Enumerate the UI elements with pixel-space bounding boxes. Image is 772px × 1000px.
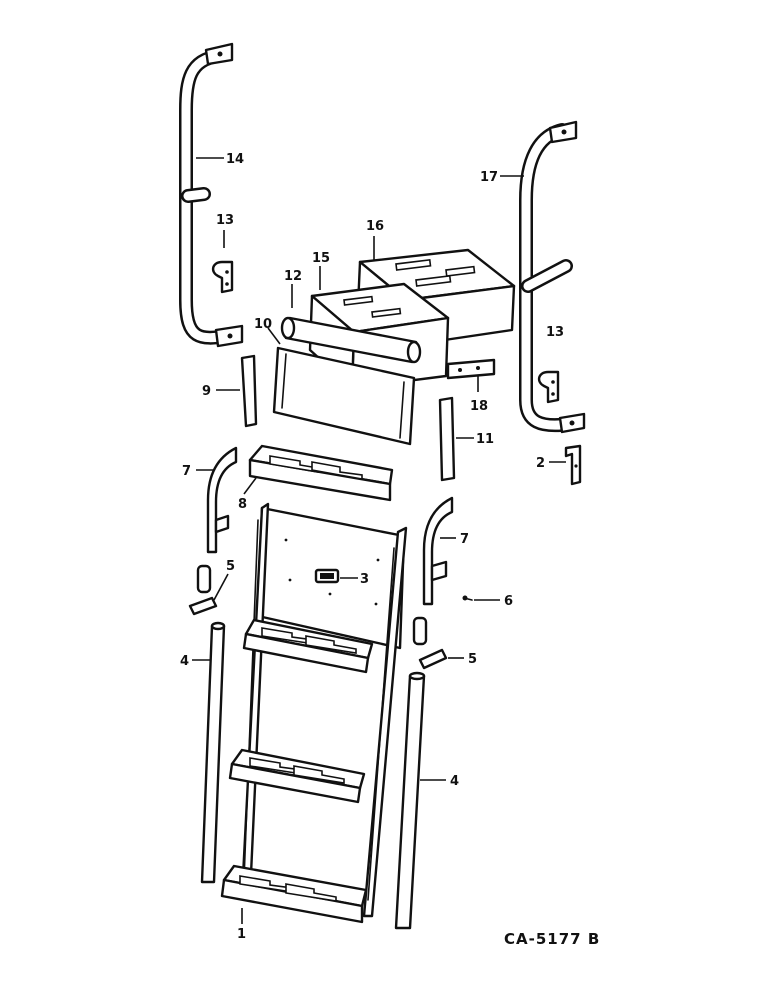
callout-15: 15 (312, 251, 330, 266)
leg-tube-4-left (200, 621, 226, 884)
callout-2: 2 (536, 456, 545, 471)
upper-step-8 (248, 444, 394, 502)
upper-bracket-7-right (422, 496, 454, 606)
callout-9: 9 (202, 384, 211, 399)
connector-pin-5-right (418, 648, 448, 670)
handrail-clip-left (211, 260, 234, 294)
connector-sleeve-right (412, 616, 428, 646)
connector-pin-5-left (188, 596, 218, 616)
callout-4-left: 4 (180, 654, 189, 669)
callout-3: 3 (360, 572, 369, 587)
callout-6: 6 (504, 594, 513, 609)
upper-bracket-7-left (206, 446, 238, 554)
callout-8: 8 (238, 497, 247, 512)
callout-18: 18 (470, 399, 488, 414)
callout-13-left: 13 (216, 213, 234, 228)
callout-7-right: 7 (460, 532, 469, 547)
callout-5-right: 5 (468, 652, 477, 667)
handle-tube-12 (280, 316, 422, 364)
callout-12: 12 (284, 269, 302, 284)
callout-16: 16 (366, 219, 384, 234)
handrail-clip-right (537, 370, 560, 404)
callout-14: 14 (226, 152, 244, 167)
ladder-step-upper (242, 618, 374, 674)
hinge-strip-18 (446, 358, 496, 380)
callout-5-left: 5 (226, 559, 235, 574)
ladder-step-lower (220, 864, 368, 924)
ladder-step-middle (228, 748, 366, 804)
bracket-2 (564, 444, 582, 486)
back-panel-10 (272, 346, 416, 446)
leg-tube-4-right (394, 671, 426, 930)
side-brace-9 (240, 354, 258, 428)
callout-labels: 14 13 17 16 15 12 10 13 9 18 11 2 7 8 7 … (180, 152, 564, 942)
leader-lines (192, 157, 566, 924)
callout-4-right: 4 (450, 774, 459, 789)
callout-17: 17 (480, 170, 498, 185)
drawing-code: CA-5177 B (504, 930, 600, 948)
reflector-3 (314, 568, 340, 584)
side-brace-11 (438, 396, 456, 482)
callout-13-right: 13 (546, 325, 564, 340)
bolt-6 (462, 595, 473, 601)
right-handrail (519, 120, 586, 434)
connector-sleeve-left (196, 564, 212, 594)
callout-11: 11 (476, 432, 494, 447)
callout-7-left: 7 (182, 464, 191, 479)
ladder-frame-1 (240, 502, 408, 918)
left-handrail (179, 42, 244, 348)
callout-1: 1 (237, 927, 246, 942)
callout-10: 10 (254, 317, 272, 332)
